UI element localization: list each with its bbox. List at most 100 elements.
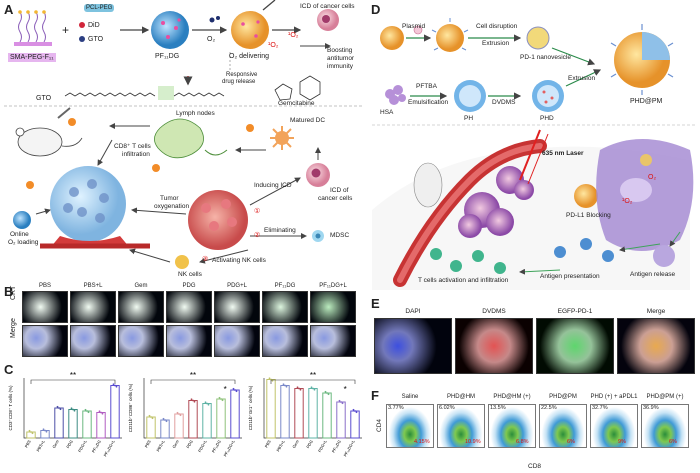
chart-tick-label: PBS+L [155,438,166,452]
chart-point [299,388,302,391]
f-column-label: PHD@HM (+) [493,394,531,400]
chart-tick-label: PDG [185,439,194,449]
chart-point [114,384,116,387]
f-ylabel: CD4 [376,418,383,432]
b-column-label: PF₁₁DG+L [319,283,347,289]
chart-point [84,408,87,411]
f-column-label: PHD@HM [446,394,476,400]
chart-point [312,387,314,390]
chart-point [176,411,179,414]
online-label-1: Online [10,231,29,238]
chart-point [285,385,288,388]
flow-plot [539,404,587,448]
did-label: DiD [88,22,100,29]
chart-point [30,431,32,433]
b-column-label: PBS [38,283,51,289]
panel-label-e: E [371,296,380,311]
extrusion-label: Extrusion [482,40,510,47]
extrusion2-label: Extrusion [568,75,596,82]
lymph-label: Lymph nodes [176,110,215,117]
chart-tick-label: Gem [171,438,180,449]
drug-release-label: drug release [222,79,256,85]
responsive-label: Responsive [226,72,258,78]
chart-tick-label: PDG+L [317,438,328,453]
flow-plot [488,404,536,448]
dvdms-label: DVDMS [492,99,516,106]
chart-point [340,401,342,403]
chart-point [206,402,208,405]
e-image [455,318,533,374]
chart-point [101,412,104,415]
pdl1-label: PD-L1 Blocking [566,212,611,219]
chart-tick-label: PDG [305,439,314,449]
f-column-label: PHD@PM [549,394,577,400]
chart-point [313,388,316,391]
chart-point [59,408,62,411]
chart-point [234,389,236,391]
significance-bracket [150,379,236,384]
chart-tick-label: PF₁₁DG [211,439,222,453]
f-bottom-percent: 6.8% [516,439,529,445]
chart-tick-label: PDG+L [197,438,208,453]
crt-image [70,291,116,323]
f-top-percent: 36.9% [643,405,659,411]
chart-tick-label: Gem [51,438,60,449]
flow-plot [386,404,434,448]
chart-tick-label: PF₁₁DG [331,439,342,453]
chart-point [310,386,313,389]
cell-disruption-label: Cell disruption [476,23,518,30]
mdsc-label: MDSC [330,232,350,239]
f-column-label: PHD@PM (+) [646,394,684,400]
chart-point [235,390,238,393]
chart-tick-label: PBS [264,439,272,449]
chart-point [355,411,358,414]
chart-point [298,387,300,390]
antigen-presentation-label: Antigen presentation [540,273,600,280]
chart-point [220,398,222,400]
merge-image [166,325,212,357]
f-top-percent: 22.5% [541,405,557,411]
icd2-label-2: cancer cells [318,195,353,202]
crt-image [118,291,164,323]
f-bottom-percent: 9% [618,439,626,445]
chart-point [218,396,221,399]
chart-point [70,407,73,410]
significance-label-2: * [344,385,347,394]
step-2-label: ② [254,232,261,239]
tumor-label-2: oxygenation [154,203,190,210]
e-image [617,318,695,374]
chart-point [115,385,118,388]
chart-point [56,405,59,408]
phd-label: PHD [540,115,554,122]
tcells-label: T cells activation and infiltration [418,277,509,284]
f-column-label: Saline [401,394,419,400]
icd2-label-1: ICD of [330,187,349,194]
merge-image [70,325,116,357]
f-bottom-percent: 10.9% [465,439,481,445]
chart-tick-label: PBS [144,439,152,449]
flow-plot [590,404,638,448]
plasmid-label: Plasmid [402,23,426,30]
cd8-label-1: CD8⁺ T cells [114,143,151,150]
b-column-label: PDG [182,283,196,289]
chart-point [354,410,356,412]
chart-point [28,429,31,432]
chart-point [352,408,355,411]
b-column-label: Gem [134,283,148,289]
significance-label: ** [70,371,76,380]
significance-label-2: * [224,385,227,394]
crt-image [166,291,212,323]
e-image [536,318,614,374]
significance-bracket [30,379,116,384]
merge-image [262,325,308,357]
pcl-label: PCL-PEG [86,5,113,11]
chart-point [45,430,48,433]
chart-point [73,409,76,412]
chart-point [204,401,207,404]
significance-label: ** [310,371,316,380]
chart-tick-label: PBS+L [275,438,286,452]
crt-image [310,291,356,323]
